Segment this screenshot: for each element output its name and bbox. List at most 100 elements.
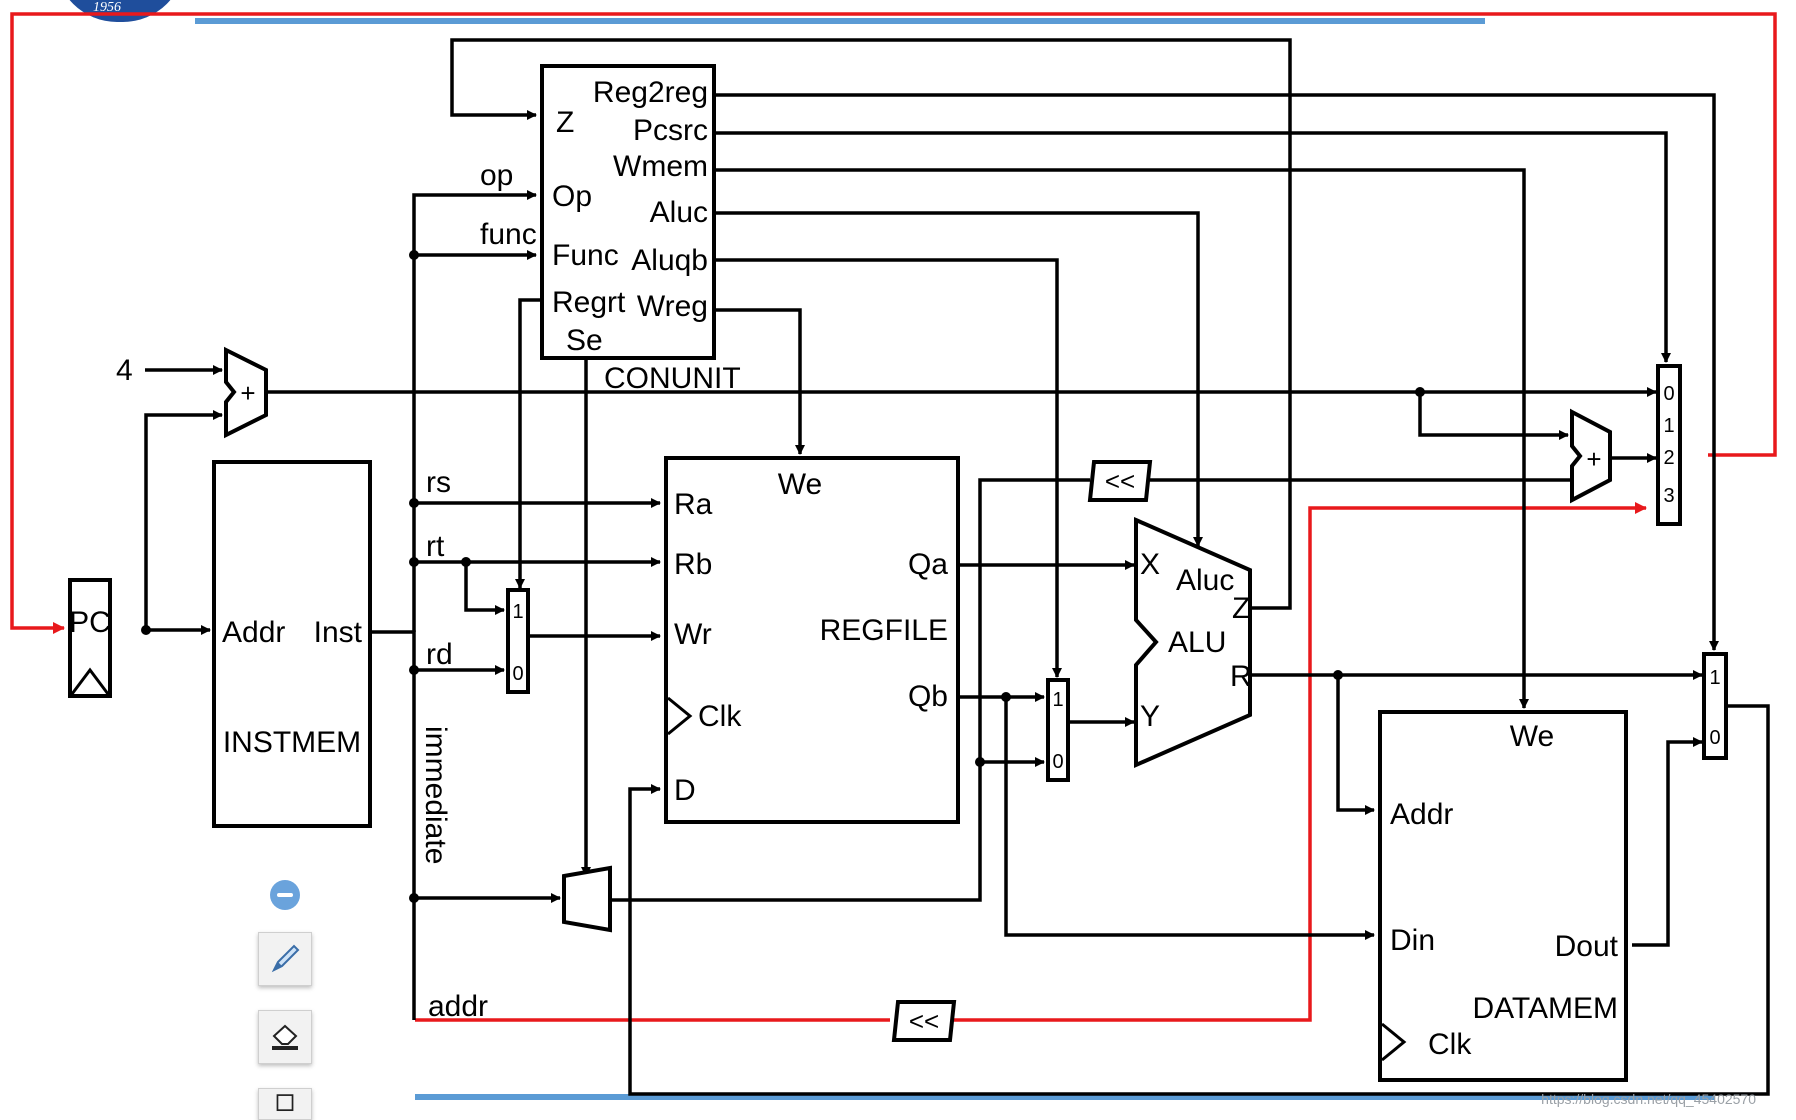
aluqb-wire: [714, 258, 1062, 678]
conunit-name: CONUNIT: [604, 362, 741, 395]
dout-wire: [1632, 737, 1703, 947]
alu-x-label: X: [1140, 548, 1160, 581]
pcsrc-mux-2: 2: [1663, 447, 1674, 469]
datamem-din-label: Din: [1390, 924, 1435, 957]
datamem-addr-label: Addr: [1390, 798, 1453, 831]
regfile-we-label: We: [778, 468, 822, 501]
alusrc-mux: 1 0: [1046, 678, 1070, 782]
regfile-name: REGFILE: [820, 614, 948, 647]
pcsrc-mux-3: 3: [1663, 485, 1674, 507]
constant-four-label: 4: [116, 354, 133, 387]
pc-adder-plus: +: [240, 378, 255, 408]
instmem-name: INSTMEM: [223, 726, 361, 759]
memtoreg-mux-0: 0: [1709, 727, 1720, 749]
regfile-wr-label: Wr: [674, 618, 712, 651]
op-wire: [412, 190, 537, 632]
alu-name: ALU: [1168, 626, 1226, 659]
alusrc-mux-1: 1: [1052, 689, 1063, 711]
op-field-label: op: [480, 159, 513, 192]
alusrc-mux-0: 0: [1052, 751, 1063, 773]
conunit-aluc-label: Aluc: [650, 196, 708, 229]
branch-adder-plus: +: [1586, 444, 1601, 474]
datamem-clk-label: Clk: [1428, 1028, 1472, 1061]
immediate-field-label: immediate: [419, 726, 452, 864]
shift-left-unit-top: <<: [1087, 460, 1153, 502]
regfile-rb-label: Rb: [674, 548, 712, 581]
datamem-name: DATAMEM: [1472, 992, 1618, 1025]
instmem-block: Addr Inst INSTMEM: [212, 460, 372, 828]
zoom-out-icon[interactable]: [270, 880, 300, 910]
conunit-z-label: Z: [556, 106, 574, 139]
conunit-func-label: Func: [552, 239, 619, 272]
result-to-addr-wire: [1336, 675, 1375, 815]
watermark-text: https://blog.csdn.net/qq_45402570: [1541, 1091, 1756, 1107]
reg2reg-wire: [714, 93, 1719, 651]
pc-feedback-wire: [10, 12, 1777, 634]
eraser-icon[interactable]: [258, 1010, 312, 1064]
rt-field-label: rt: [426, 530, 445, 563]
wreg-wire: [714, 308, 805, 455]
conunit-block: Z Op Func Regrt Se Reg2reg Pcsrc Wmem Al…: [480, 64, 741, 395]
regfile-ra-label: Ra: [674, 488, 713, 521]
shift-top-label: <<: [1105, 466, 1135, 496]
regfile-d-label: D: [674, 774, 696, 807]
z-flag-wire: [450, 38, 1292, 610]
junction-dots: [141, 250, 1425, 903]
shift-bottom-label: <<: [909, 1006, 939, 1036]
shift-left-unit-bottom: <<: [891, 1000, 957, 1042]
branch-adder: +: [1570, 408, 1612, 504]
conunit-regrt-label: Regrt: [552, 286, 626, 319]
instmem-addr-label: Addr: [222, 616, 285, 649]
regdst-mux: 1 0: [506, 588, 530, 694]
pcsrc-wire: [714, 131, 1671, 363]
pcsrc-mux: 0 1 2 3: [1656, 364, 1682, 526]
pcsrc-mux-1: 1: [1663, 415, 1674, 437]
regdst-mux-0: 0: [512, 663, 523, 685]
bottom-accent-bar: [415, 1094, 1715, 1100]
conunit-reg2reg-label: Reg2reg: [593, 76, 708, 109]
aluc-wire: [714, 211, 1203, 547]
pen-icon[interactable]: [258, 932, 312, 986]
conunit-pcsrc-label: Pcsrc: [633, 114, 708, 147]
conunit-se-label: Se: [566, 324, 603, 357]
frame-icon[interactable]: [258, 1088, 312, 1120]
alu-block: X Y Aluc ALU Z R: [1134, 516, 1252, 769]
regfile-qb-label: Qb: [908, 680, 948, 713]
alu-r-label: R: [1230, 660, 1252, 693]
regfile-block: Ra Rb Wr Clk D We Qa Qb REGFILE: [664, 456, 960, 824]
rs-field-label: rs: [426, 466, 451, 499]
rd-field-label: rd: [426, 638, 453, 671]
pcsrc-mux-0: 0: [1663, 383, 1674, 405]
wmem-wire: [714, 168, 1529, 709]
regrt-wire: [515, 298, 540, 589]
regdst-mux-1: 1: [512, 601, 523, 623]
datamem-dout-label: Dout: [1555, 930, 1619, 963]
addr-field-label: addr: [428, 990, 488, 1023]
pc-label: PC: [69, 606, 111, 639]
conunit-wreg-label: Wreg: [637, 290, 708, 323]
func-field-label: func: [480, 218, 537, 251]
regfile-clk-label: Clk: [698, 700, 742, 733]
conunit-wmem-label: Wmem: [613, 150, 708, 183]
conunit-op-label: Op: [552, 180, 592, 213]
top-accent-bar: [195, 18, 1485, 24]
pc-to-adder-wire: [144, 410, 223, 630]
ext-out-wire: [612, 478, 1090, 902]
alu-y-label: Y: [1140, 700, 1160, 733]
alu-z-label: Z: [1232, 592, 1250, 625]
pc-adder: +: [224, 346, 268, 439]
conunit-aluqb-label: Aluqb: [631, 244, 708, 277]
sign-extend-unit: [562, 865, 612, 933]
qb-to-din-wire: [1004, 697, 1375, 940]
pc4-to-branch-adder-wire: [1418, 392, 1569, 440]
inst-bus: [370, 630, 416, 1020]
memtoreg-mux: 1 0: [1702, 652, 1728, 760]
memtoreg-mux-1: 1: [1709, 667, 1720, 689]
jump-target-wire: [948, 502, 1647, 1022]
datamem-we-label: We: [1510, 720, 1554, 753]
pc-register: PC: [68, 578, 112, 698]
datamem-block: We Addr Din Dout DATAMEM Clk: [1378, 710, 1628, 1082]
logo-year: 1956: [93, 0, 121, 15]
regfile-qa-label: Qa: [908, 548, 948, 581]
